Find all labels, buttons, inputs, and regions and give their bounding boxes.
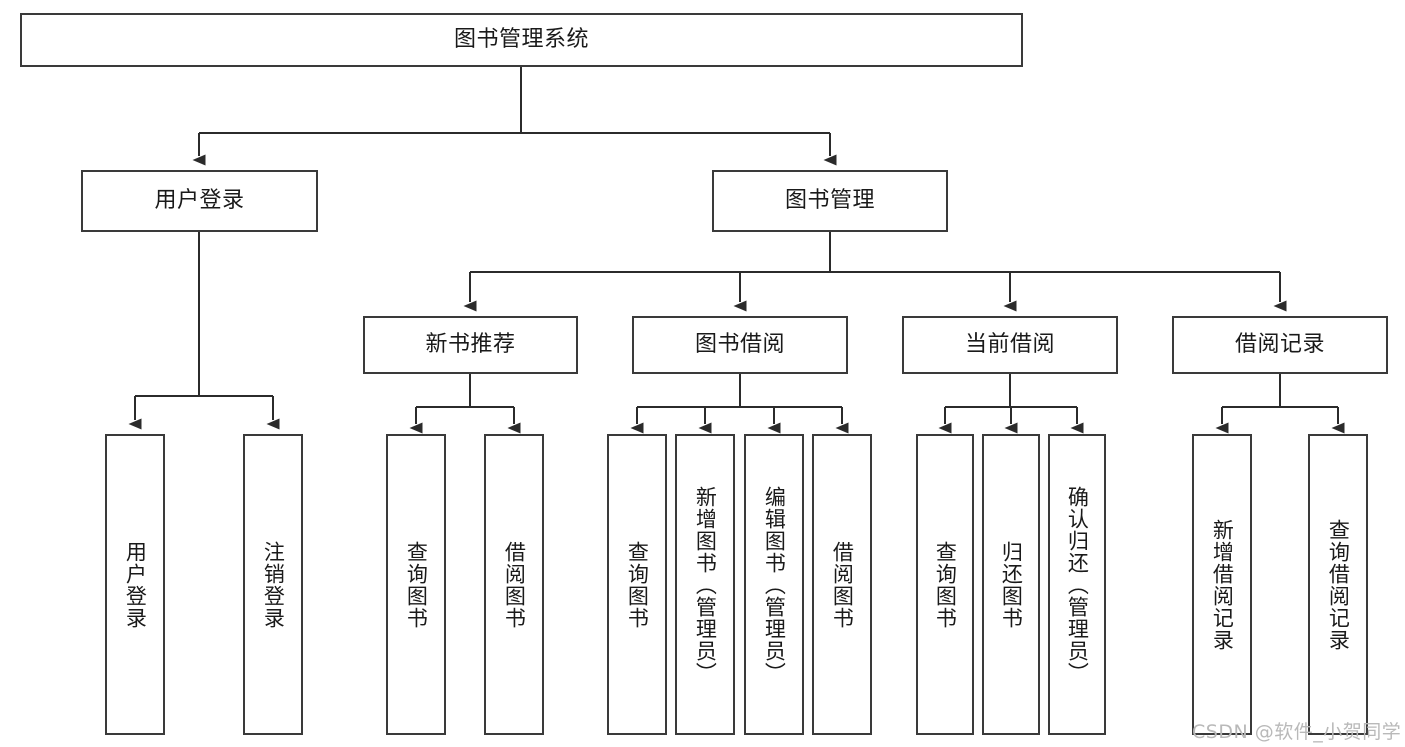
- node-leaf-return-book-label: 归还图书: [999, 540, 1024, 629]
- node-leaf-query-record[interactable]: 查询借阅记录: [1308, 434, 1368, 735]
- node-leaf-logout-label: 注销登录: [261, 540, 286, 629]
- node-current-borrow[interactable]: 当前借阅: [902, 316, 1118, 374]
- node-leaf-query-book-cb-label: 查询图书: [933, 540, 958, 629]
- csdn-watermark: CSDN @软件_小贺同学: [1192, 721, 1402, 743]
- node-borrow-record[interactable]: 借阅记录: [1172, 316, 1388, 374]
- node-leaf-borrow-book-rec[interactable]: 借阅图书: [484, 434, 544, 735]
- node-root-label: 图书管理系统: [453, 26, 589, 52]
- node-current-borrow-label: 当前借阅: [964, 331, 1055, 357]
- node-leaf-add-book[interactable]: 新增图书（管理员）: [675, 434, 735, 735]
- node-leaf-return-book[interactable]: 归还图书: [982, 434, 1040, 735]
- node-leaf-user-login-label: 用户登录: [123, 540, 148, 629]
- node-leaf-query-book-br-label: 查询图书: [625, 540, 650, 629]
- node-book-borrow[interactable]: 图书借阅: [632, 316, 848, 374]
- node-leaf-borrow-book-br-label: 借阅图书: [830, 540, 855, 629]
- node-new-book-recommend-label: 新书推荐: [425, 331, 516, 357]
- node-leaf-edit-book[interactable]: 编辑图书（管理员）: [744, 434, 804, 735]
- node-leaf-add-record[interactable]: 新增借阅记录: [1192, 434, 1252, 735]
- node-book-manage-label: 图书管理: [784, 187, 875, 213]
- node-leaf-logout[interactable]: 注销登录: [243, 434, 303, 735]
- node-leaf-add-record-label: 新增借阅记录: [1210, 518, 1235, 651]
- node-leaf-add-book-label: 新增图书（管理员）: [693, 485, 718, 684]
- node-user-login[interactable]: 用户登录: [81, 170, 318, 232]
- node-leaf-query-book-br[interactable]: 查询图书: [607, 434, 667, 735]
- node-book-borrow-label: 图书借阅: [694, 331, 785, 357]
- node-root[interactable]: 图书管理系统: [20, 13, 1023, 67]
- node-leaf-query-record-label: 查询借阅记录: [1326, 518, 1351, 651]
- node-user-login-label: 用户登录: [154, 187, 245, 213]
- node-leaf-confirm-return-label: 确认归还（管理员）: [1065, 485, 1090, 684]
- node-leaf-borrow-book-rec-label: 借阅图书: [502, 540, 527, 629]
- node-leaf-confirm-return[interactable]: 确认归还（管理员）: [1048, 434, 1106, 735]
- node-leaf-borrow-book-br[interactable]: 借阅图书: [812, 434, 872, 735]
- node-leaf-user-login[interactable]: 用户登录: [105, 434, 165, 735]
- node-leaf-query-book-rec[interactable]: 查询图书: [386, 434, 446, 735]
- node-borrow-record-label: 借阅记录: [1234, 331, 1325, 357]
- node-leaf-edit-book-label: 编辑图书（管理员）: [762, 485, 787, 684]
- node-new-book-recommend[interactable]: 新书推荐: [363, 316, 578, 374]
- node-book-manage[interactable]: 图书管理: [712, 170, 948, 232]
- node-leaf-query-book-cb[interactable]: 查询图书: [916, 434, 974, 735]
- node-leaf-query-book-rec-label: 查询图书: [404, 540, 429, 629]
